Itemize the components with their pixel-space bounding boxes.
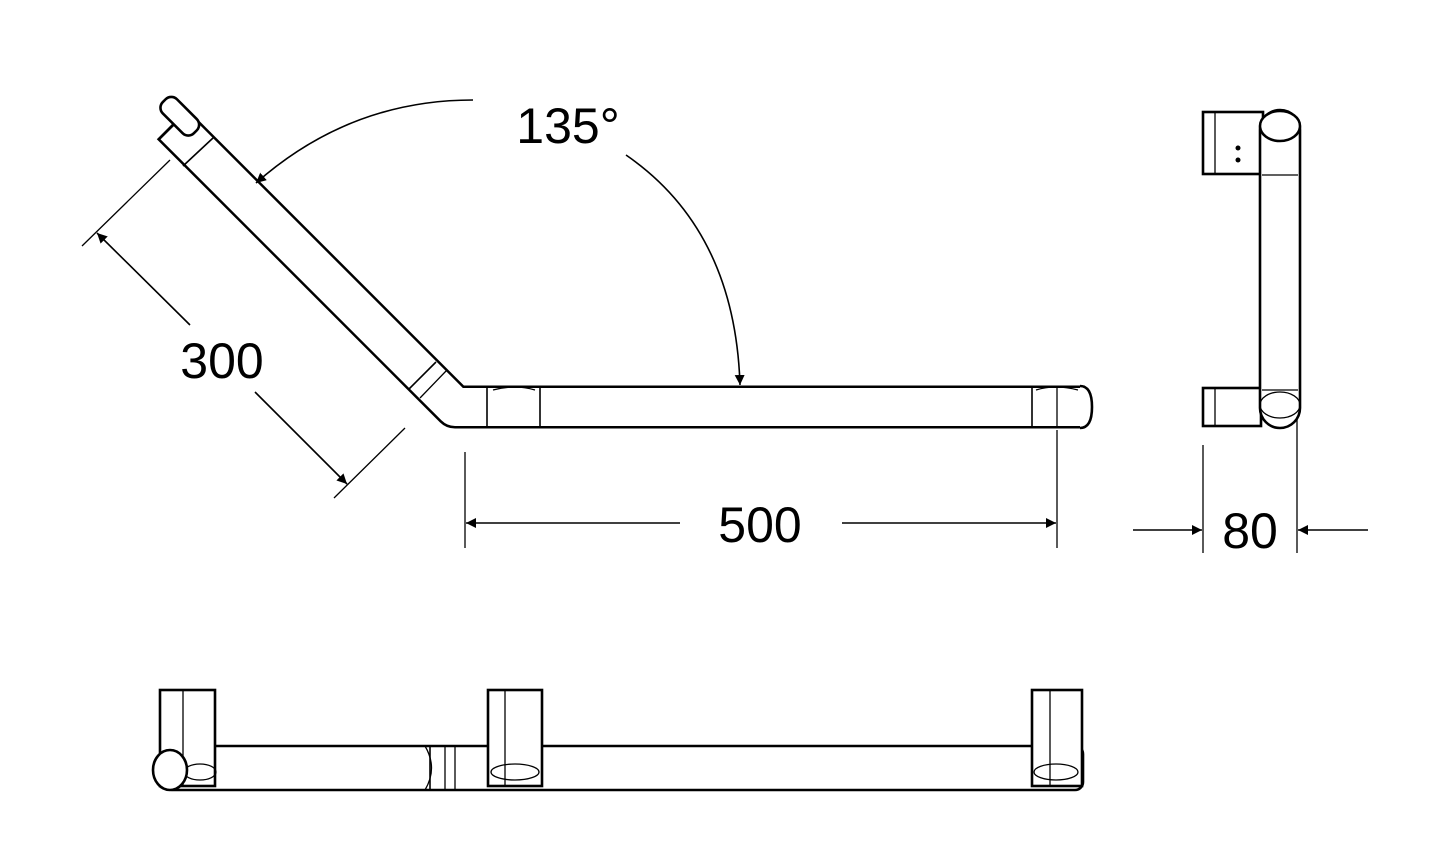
angled-end-cap xyxy=(159,95,201,137)
angled-length-label: 300 xyxy=(180,333,263,389)
straight-length-label: 500 xyxy=(718,497,801,553)
grab-bar-side-view xyxy=(1201,108,1302,430)
depth-dimension: 80 xyxy=(1133,420,1368,559)
grab-bar-front-view xyxy=(151,688,1085,792)
depth-label: 80 xyxy=(1222,503,1278,559)
straight-length-dimension: 500 xyxy=(464,430,1058,553)
angle-dimension: 135° xyxy=(255,98,745,386)
angle-label: 135° xyxy=(516,98,619,154)
grab-bar-top-view xyxy=(156,95,1094,430)
angled-length-dimension: 300 xyxy=(81,159,406,499)
bar-end-cap xyxy=(1079,384,1094,430)
front-end-cap xyxy=(151,748,189,792)
